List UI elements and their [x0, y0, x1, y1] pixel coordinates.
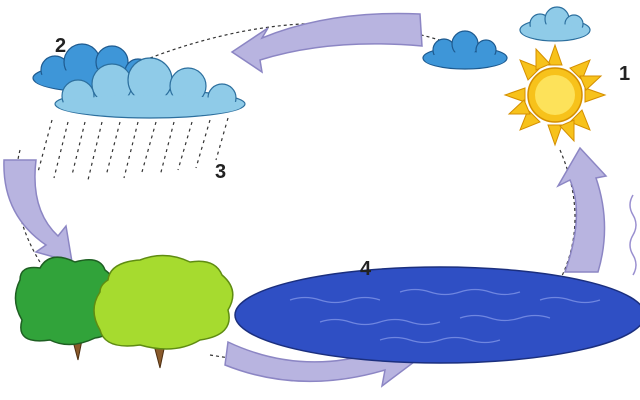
stage-number-1: 1: [619, 63, 630, 85]
cloud-icon: [422, 30, 508, 70]
lake-icon: [234, 266, 640, 364]
rain-icon: [37, 117, 229, 181]
stage-number-4: 4: [360, 258, 372, 280]
vapor-wisp-icon: [629, 194, 637, 276]
stage-number-3: 3: [215, 161, 226, 183]
sun-icon: [503, 43, 607, 147]
cloud-icon: [519, 6, 591, 42]
stage-number-2: 2: [55, 35, 66, 57]
arrow-condensation: [230, 12, 423, 74]
cloud-icon: [54, 57, 246, 119]
arrow-precipitation: [3, 159, 73, 264]
tree-icon: [93, 254, 234, 369]
arrow-evaporation: [556, 146, 608, 273]
